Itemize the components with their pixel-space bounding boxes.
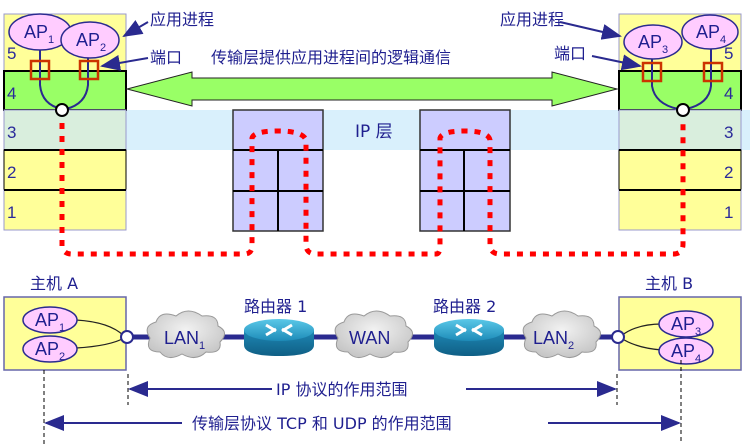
host-b-interface-icon — [611, 330, 625, 344]
host-a-interface-icon — [120, 330, 134, 344]
host-b-label: 主机 B — [645, 274, 693, 293]
host-a-ap-1 — [22, 306, 78, 334]
router-1-icon — [244, 319, 314, 356]
ap-subscript: 3 — [695, 326, 701, 338]
wan-cloud-icon: WAN — [334, 310, 413, 358]
layer-number-1-left: 1 — [7, 203, 16, 222]
ap-subscript: 3 — [662, 44, 668, 56]
svg-text:AP4: AP4 — [671, 341, 701, 365]
svg-text:AP2: AP2 — [35, 339, 65, 363]
ap-subscript: 4 — [695, 353, 701, 365]
layer-1-right — [618, 189, 742, 231]
port-icon — [29, 59, 51, 81]
layer-number-2-left: 2 — [7, 163, 16, 182]
layer-2-left — [3, 149, 127, 191]
ap-3-ellipse — [623, 24, 683, 60]
ap-subscript: 2 — [100, 42, 106, 54]
ap-4-ellipse — [681, 14, 739, 50]
ap-subscript: 2 — [59, 351, 65, 363]
router-1-stack — [232, 109, 324, 232]
lan1-subscript: 1 — [199, 340, 205, 352]
port-label-left: 端口 — [150, 48, 182, 67]
svg-text:LAN2: LAN2 — [533, 328, 574, 352]
layer-4-left — [3, 70, 127, 111]
lan1-cloud-icon: LAN1 — [146, 310, 225, 358]
host-b-ap-3 — [658, 310, 714, 338]
socket-icon — [55, 103, 69, 117]
host-b-ap-4 — [658, 337, 714, 365]
ip-scope-label: IP 协议的作用范围 — [276, 380, 407, 399]
data-path — [59, 123, 686, 257]
ap-label: AP — [671, 314, 695, 334]
lan2-subscript: 2 — [568, 340, 574, 352]
router-2-stack — [419, 109, 511, 232]
lan1-label: LAN — [164, 328, 199, 348]
ap-2-ellipse — [60, 21, 120, 59]
ap-label: AP — [35, 310, 59, 330]
ap-label: AP — [638, 32, 662, 52]
right-host-stack: 5 4 3 2 1 AP3 AP4 — [618, 13, 742, 231]
ap-label: AP — [671, 341, 695, 361]
layer-number-5-left: 5 — [7, 44, 16, 63]
transport-scope-label: 传输层协议 TCP 和 UDP 的作用范围 — [192, 414, 452, 433]
layer-number-3-right: 3 — [724, 123, 733, 142]
lan2-cloud-icon: LAN2 — [522, 310, 601, 358]
layer-2-right — [618, 149, 742, 191]
ap-subscript: 1 — [48, 34, 54, 46]
logical-communication-arrow — [125, 71, 619, 107]
host-a-ap-2 — [22, 335, 78, 363]
layer-number-1-right: 1 — [724, 203, 733, 222]
svg-text:AP2: AP2 — [76, 30, 106, 54]
layer-4-right — [618, 70, 742, 111]
port-icon — [641, 61, 663, 83]
ap-subscript: 1 — [59, 322, 65, 334]
layer-number-3-left: 3 — [7, 123, 16, 142]
logical-communication-label: 传输层提供应用进程间的逻辑通信 — [211, 48, 451, 67]
router-2-label: 路由器 2 — [433, 297, 496, 316]
port-icon — [78, 59, 100, 81]
ap-subscript: 4 — [720, 34, 726, 46]
socket-icon — [676, 103, 690, 117]
layer-number-4-left: 4 — [7, 84, 16, 103]
host-a-label: 主机 A — [30, 274, 78, 293]
layer-3-right — [618, 109, 742, 151]
app-process-label-right: 应用进程 — [500, 10, 564, 29]
router-1-label: 路由器 1 — [244, 297, 307, 316]
layer-3-left — [3, 109, 127, 151]
svg-text:LAN1: LAN1 — [164, 328, 205, 352]
svg-text:AP4: AP4 — [696, 22, 726, 46]
svg-text:AP1: AP1 — [35, 310, 65, 334]
port-label-right: 端口 — [554, 44, 586, 63]
app-process-label-left: 应用进程 — [150, 10, 214, 29]
lan2-label: LAN — [533, 328, 568, 348]
layer-number-2-right: 2 — [724, 163, 733, 182]
ip-layer-label: IP 层 — [355, 122, 393, 142]
ap-label: AP — [76, 30, 100, 50]
svg-text:AP1: AP1 — [24, 22, 54, 46]
ap-label: AP — [696, 22, 720, 42]
layer-1-left — [3, 189, 127, 231]
svg-text:AP3: AP3 — [671, 314, 701, 338]
left-host-stack: 5 4 3 2 1 AP1 AP2 — [3, 13, 127, 231]
router-2-icon — [434, 319, 504, 356]
svg-text:AP3: AP3 — [638, 32, 668, 56]
layer-number-5-right: 5 — [724, 44, 733, 63]
port-icon — [702, 61, 724, 83]
ap-label: AP — [35, 339, 59, 359]
layer-number-4-right: 4 — [724, 84, 733, 103]
wan-label: WAN — [349, 328, 390, 348]
ap-label: AP — [24, 22, 48, 42]
